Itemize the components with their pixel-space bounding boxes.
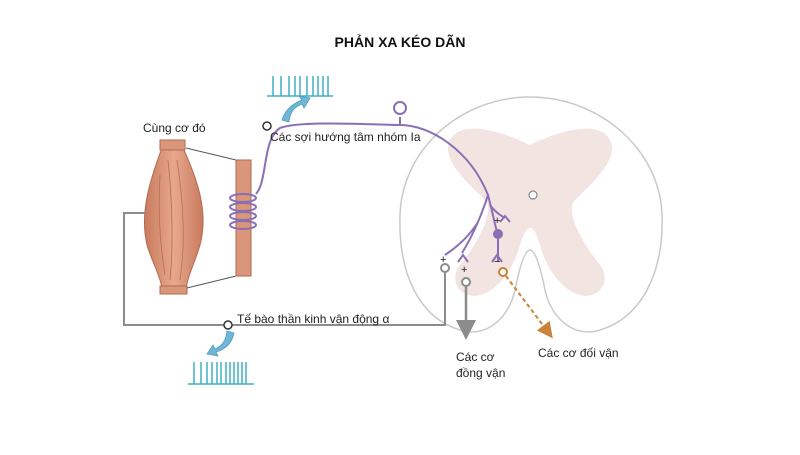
tendon-bottom (159, 285, 188, 295)
dorsal-root-ganglion (393, 101, 407, 115)
afferent-spike-train (267, 76, 333, 97)
central-canal (528, 190, 538, 200)
sign-plus-synergist: + (461, 264, 468, 276)
synergist-label-line1: Các cơ (456, 350, 495, 364)
motor-neuron-label: Tế bào thần kinh vận động α (237, 312, 390, 326)
motor-signal-arrow-icon (206, 330, 235, 357)
synergist-label-line2: đồng vận (456, 366, 506, 380)
sign-plus-interneuron: + (494, 215, 501, 227)
gray-matter (448, 128, 612, 296)
tendon-top (159, 139, 186, 151)
motor-spike-train (188, 362, 254, 385)
page-title: PHẢN XA KÉO DÃN (334, 34, 466, 50)
antagonist-label: Các cơ đối vận (538, 346, 619, 360)
sign-minus-antagonist: − (494, 256, 501, 268)
antagonist-path (498, 267, 553, 339)
afferent-label: Các sợi hướng tâm nhóm Ia (270, 130, 421, 144)
afferent-ia-fiber (229, 101, 511, 263)
muscle-belly (143, 147, 204, 289)
muscle-spindle (235, 159, 252, 277)
alpha-motor-neuron (123, 212, 476, 340)
muscle (143, 139, 237, 295)
inhibitory-interneuron (493, 229, 503, 239)
spinal-cord (399, 96, 663, 333)
afferent-signal-arrow-icon (281, 95, 311, 123)
muscle-label: Cùng cơ đó (143, 121, 206, 135)
sign-plus-motor: + (440, 254, 447, 266)
